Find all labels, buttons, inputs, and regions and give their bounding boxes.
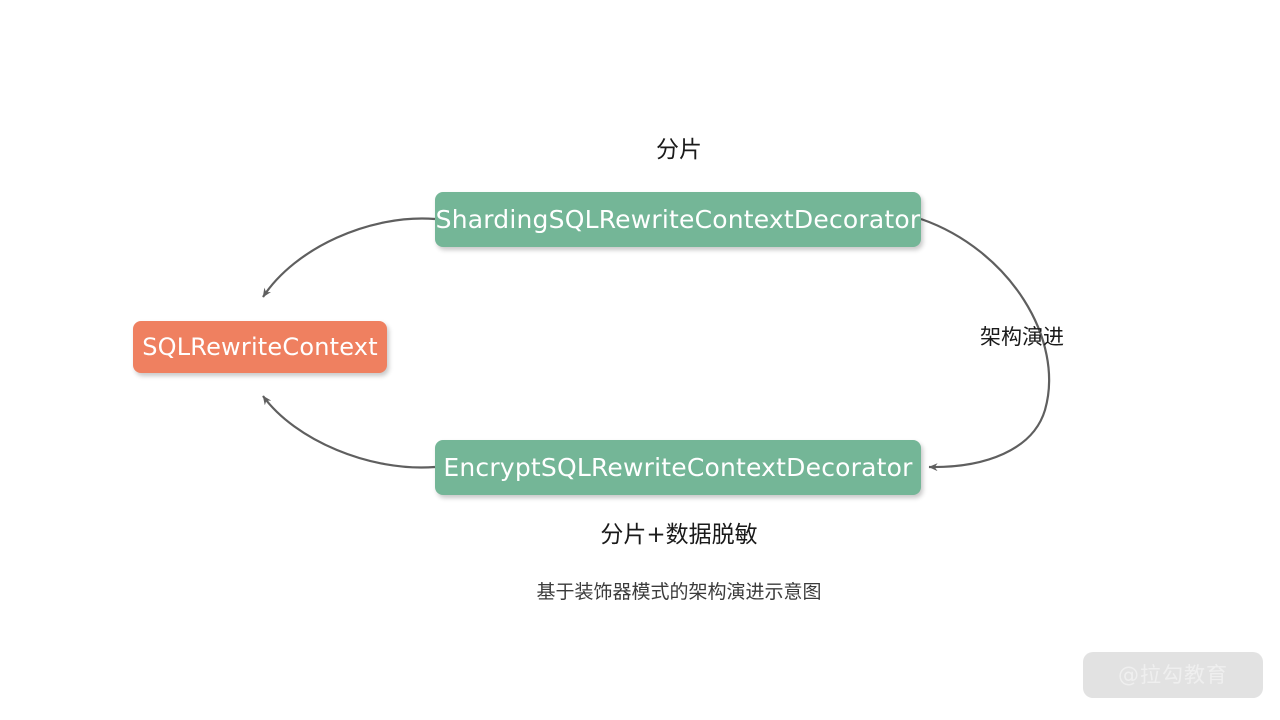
diagram-caption: 基于装饰器模式的架构演进示意图 [0, 583, 1280, 602]
node-sql-rewrite-context-label: SQLRewriteContext [142, 333, 378, 361]
node-encrypt-decorator[interactable]: EncryptSQLRewriteContextDecorator [435, 440, 921, 495]
edge-label-bottom-text: 分片+数据脱敏 [600, 522, 758, 548]
diagram-caption-text: 基于装饰器模式的架构演进示意图 [536, 581, 822, 603]
edge-label-top-text: 分片 [656, 137, 702, 163]
watermark-text: @拉勾教育 [1118, 662, 1228, 687]
watermark-badge: @拉勾教育 [1083, 652, 1263, 698]
node-sharding-decorator-label: ShardingSQLRewriteContextDecorator [435, 205, 921, 234]
edge-label-right: 架构演进 [980, 325, 1064, 349]
edge-label-top: 分片 [0, 139, 1280, 162]
node-sharding-decorator[interactable]: ShardingSQLRewriteContextDecorator [435, 192, 921, 247]
edge-sharding-to-encrypt [920, 217, 1051, 472]
node-encrypt-decorator-label: EncryptSQLRewriteContextDecorator [443, 453, 913, 482]
edge-encrypt-to-context [262, 395, 436, 469]
edge-sharding-to-context [262, 217, 436, 298]
node-sql-rewrite-context[interactable]: SQLRewriteContext [133, 321, 387, 373]
edge-label-bottom: 分片+数据脱敏 [0, 524, 1280, 547]
